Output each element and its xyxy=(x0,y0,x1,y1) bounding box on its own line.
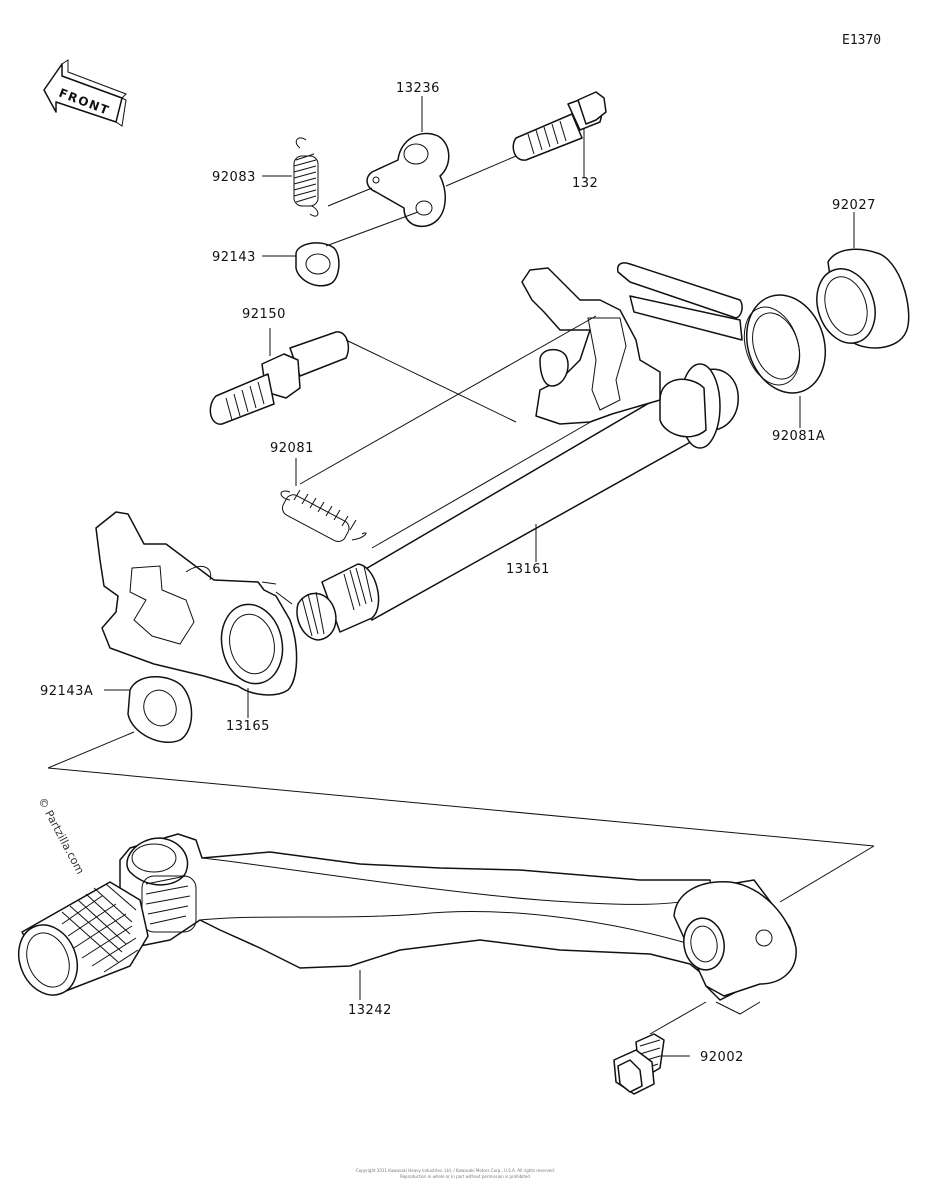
label-13165[interactable]: 13165 xyxy=(226,719,270,734)
shift-pedal-13242[interactable] xyxy=(9,833,797,1015)
shift-arm xyxy=(521,262,743,425)
pin-92150[interactable] xyxy=(209,331,350,425)
label-92081[interactable]: 92081 xyxy=(270,441,314,456)
shift-shaft-13161[interactable] xyxy=(296,363,739,641)
spring-92081[interactable] xyxy=(280,489,367,544)
shift-plate-13236[interactable] xyxy=(366,132,450,228)
label-92081A[interactable]: 92081A xyxy=(772,429,825,444)
label-92083[interactable]: 92083 xyxy=(212,170,256,185)
label-132[interactable]: 132 xyxy=(572,176,598,191)
collar-92081A[interactable] xyxy=(734,285,837,404)
label-13161[interactable]: 13161 xyxy=(506,562,550,577)
label-92143[interactable]: 92143 xyxy=(212,250,256,265)
leader-lines-upper xyxy=(47,96,875,903)
label-92143A[interactable]: 92143A xyxy=(40,684,93,699)
washer-92143A[interactable] xyxy=(127,676,193,743)
footer-copyright-line2: Reproduction in whole or in part without… xyxy=(400,1174,530,1179)
washer-92143[interactable] xyxy=(295,242,340,287)
ratchet-plate-13165[interactable] xyxy=(95,511,298,696)
leader-lines-lower xyxy=(359,970,707,1057)
label-92150[interactable]: 92150 xyxy=(242,307,286,322)
spring-92083[interactable] xyxy=(293,137,319,217)
front-arrow-icon: FRONT xyxy=(43,59,127,127)
footer-copyright-line1: Copyright 2011 Kawasaki Heavy Industries… xyxy=(356,1168,555,1173)
bolt-132[interactable] xyxy=(512,91,607,161)
label-92027[interactable]: 92027 xyxy=(832,198,876,213)
label-13242[interactable]: 13242 xyxy=(348,1003,392,1018)
label-92002[interactable]: 92002 xyxy=(700,1050,744,1065)
label-13236[interactable]: 13236 xyxy=(396,81,440,96)
diagram-code: E1370 xyxy=(842,33,881,48)
watermark: © Partzilla.com xyxy=(35,795,86,876)
bolt-92002[interactable] xyxy=(613,1033,665,1095)
bushing-92027[interactable] xyxy=(808,248,910,350)
